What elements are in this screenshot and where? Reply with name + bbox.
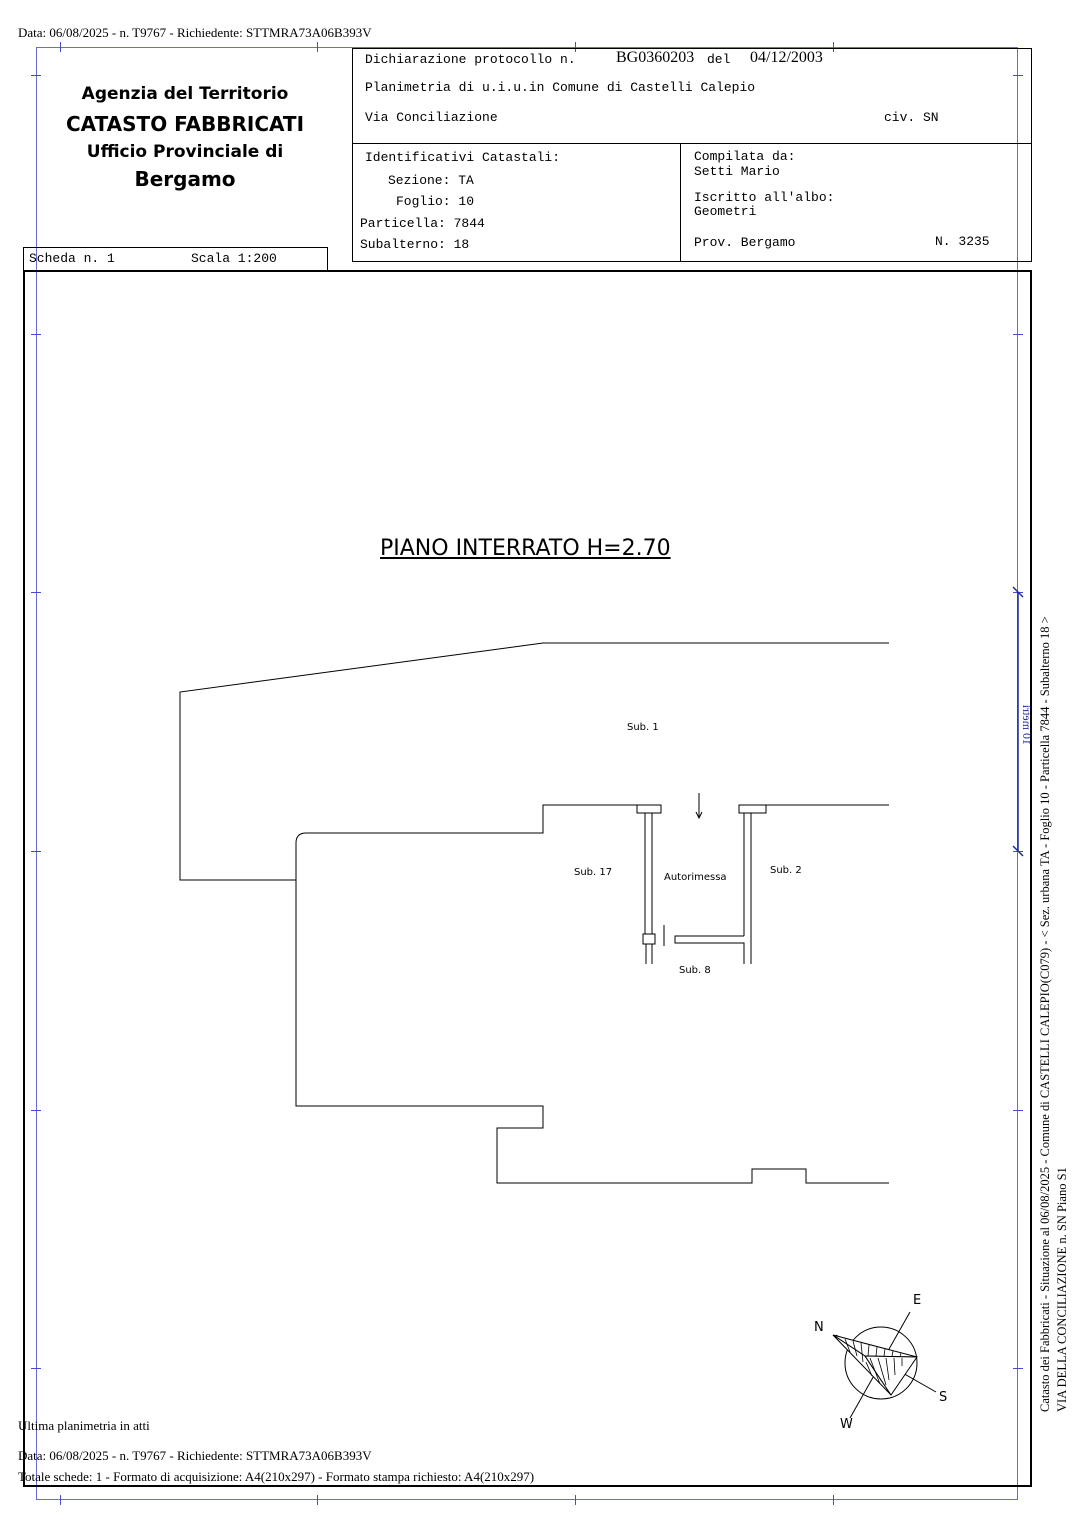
side-text-line2: VIA DELLA CONCILIAZIONE n. SN Piano S1 — [1055, 1167, 1069, 1412]
label-sub2: Sub. 2 — [770, 865, 802, 876]
scale-bar-label: 10 metri — [1020, 704, 1034, 745]
address-line: Via Conciliazione — [365, 110, 498, 125]
protocol-number: BG0360203 — [616, 49, 695, 66]
label-sub8: Sub. 8 — [679, 965, 711, 976]
label-sub1: Sub. 1 — [627, 722, 659, 733]
identifiers-title: Identificativi Catastali: — [365, 150, 561, 165]
header-line: Data: 06/08/2025 - n. T9767 - Richiedent… — [18, 25, 372, 40]
subalterno: Subalterno: 18 — [360, 237, 470, 252]
scheda-label: Scheda n. 1 — [29, 251, 115, 266]
declaration-label: Dichiarazione protocollo n. — [365, 52, 576, 67]
compass-w: W — [840, 1417, 853, 1432]
label-autorimessa: Autorimessa — [664, 872, 727, 883]
scale-bar — [1012, 586, 1024, 857]
office-label: Ufficio Provinciale di — [86, 142, 284, 162]
albo-label: Iscritto all'albo: — [694, 190, 835, 205]
office-city: Bergamo — [134, 167, 236, 191]
compiler-name: Setti Mario — [694, 164, 780, 179]
right-wall-cap — [738, 804, 767, 814]
declaration-date: 04/12/2003 — [750, 49, 823, 66]
foglio: Foglio: 10 — [396, 194, 475, 209]
left-column — [642, 933, 656, 945]
del-label: del — [707, 52, 731, 67]
compass-n: N — [814, 1320, 824, 1335]
albo-value: Geometri — [694, 204, 757, 219]
sub17-outline — [295, 804, 889, 1184]
compiler-label: Compilata da: — [694, 149, 796, 164]
compass-rose — [832, 1311, 937, 1419]
agency-name: Agenzia del Territorio — [81, 84, 289, 104]
scale-label: Scala 1:200 — [191, 251, 277, 266]
catasto-title: CATASTO FABBRICATI — [65, 112, 305, 136]
compass-e: E — [913, 1293, 922, 1308]
plan-title: PIANO INTERRATO H=2.70 — [380, 536, 671, 561]
side-cadastral-text: Catasto dei Fabbricati - Situazione al 0… — [1037, 462, 1071, 1412]
label-sub17: Sub. 17 — [574, 867, 613, 878]
particella: Particella: 7844 — [360, 216, 485, 231]
sub1-outline — [179, 642, 889, 881]
planimetria-line: Planimetria di u.i.u.in Comune di Castel… — [365, 80, 756, 95]
footer-ultima: Ultima planimetria in atti — [18, 1418, 150, 1433]
left-wall-cap — [636, 804, 662, 814]
compass-s: S — [939, 1390, 948, 1405]
footer-data: Data: 06/08/2025 - n. T9767 - Richiedent… — [18, 1448, 372, 1463]
sezione: Sezione: TA — [388, 173, 474, 188]
province: Prov. Bergamo — [694, 235, 796, 250]
registration-number: N. 3235 — [935, 234, 990, 249]
side-text-line1: Catasto dei Fabbricati - Situazione al 0… — [1038, 616, 1052, 1412]
drawing-frame — [23, 270, 1032, 1487]
declaration-box — [352, 48, 1032, 262]
footer-totale: Totale schede: 1 - Formato di acquisizio… — [18, 1469, 535, 1484]
civic-number: civ. SN — [884, 110, 939, 125]
